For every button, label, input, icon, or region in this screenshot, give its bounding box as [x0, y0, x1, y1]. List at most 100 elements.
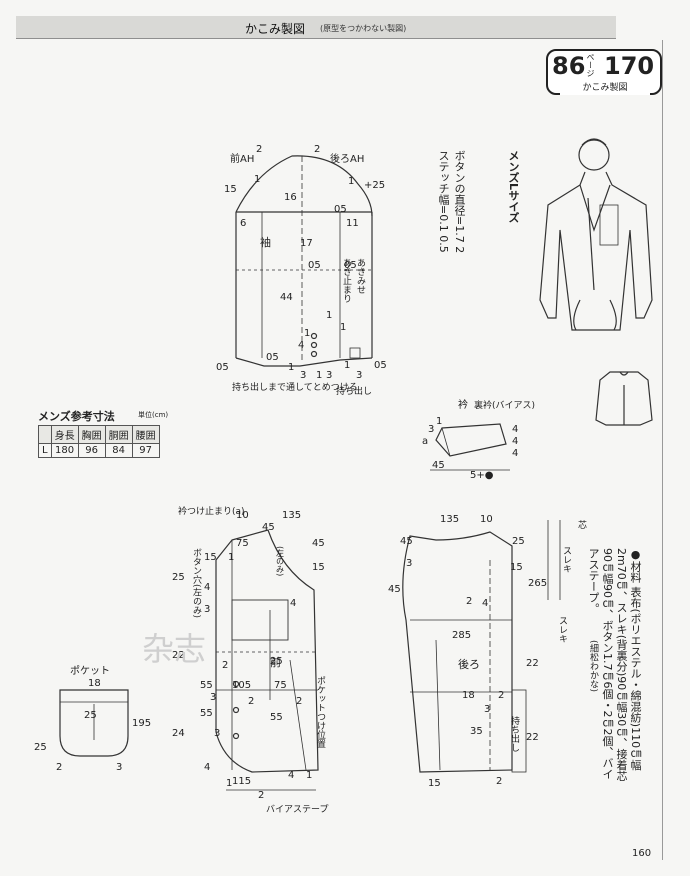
- dim: 15: [312, 562, 325, 573]
- materials-line-4: アステープ。: [587, 548, 600, 614]
- dim: 3: [356, 370, 362, 381]
- dim: 45: [432, 460, 445, 471]
- dim: 1: [316, 370, 322, 381]
- dim: 4: [512, 448, 518, 459]
- dim: 1: [340, 322, 346, 333]
- dim: 25: [270, 656, 283, 667]
- dim: 05: [308, 260, 321, 271]
- dim: 265: [528, 578, 547, 589]
- dim: 3: [116, 762, 122, 773]
- size-label: メンズLサイズ: [507, 150, 520, 224]
- size-table-cell: 97: [131, 443, 160, 458]
- front-bias-tape-label: バイアステープ: [266, 804, 328, 815]
- dim: 45: [400, 536, 413, 547]
- badge-ref-number: 86: [552, 52, 586, 80]
- collar-sub-label: 裏衿(バイアス): [474, 399, 535, 411]
- dim: 55: [200, 708, 213, 719]
- dim: 115: [232, 776, 251, 787]
- dim: 18: [462, 690, 475, 701]
- back-label: 後ろ: [458, 657, 480, 671]
- sleeve-back-ah-label: 後ろAH: [330, 152, 364, 165]
- dim: 2: [258, 790, 264, 801]
- dim: 10: [480, 514, 493, 525]
- back-body-pattern: [402, 520, 561, 773]
- dim: 05: [344, 260, 357, 271]
- watermark: 杂志: [142, 630, 206, 668]
- dim: 1: [306, 770, 312, 781]
- dim: 285: [452, 630, 471, 641]
- dim: 16: [284, 192, 297, 203]
- header-band: [16, 16, 616, 39]
- front-button-hole-label: ボタン穴(左のみ): [191, 548, 202, 618]
- dim: 1: [228, 552, 234, 563]
- dim: 55: [270, 712, 283, 723]
- dim: 2: [222, 660, 228, 671]
- dim: 44: [280, 292, 293, 303]
- dim: 1: [288, 362, 294, 373]
- dim: 1: [326, 310, 332, 321]
- dim: 4: [512, 436, 518, 447]
- size-table: 身長 胸囲 胴囲 腰囲 L 180 96 84 97: [38, 425, 160, 458]
- pocket-pattern: [59, 689, 129, 757]
- dim: 105: [232, 680, 251, 691]
- dim: 4: [204, 762, 210, 773]
- dim: 75: [274, 680, 287, 691]
- badge-page-number: 170: [604, 52, 655, 80]
- dim: 1: [436, 416, 442, 427]
- button-note-2: ステッチ幅=0.1 0.5: [437, 150, 450, 253]
- materials-line-2: 2m70㎝、スレキ(背裏分)90㎝幅30㎝、接着芯: [615, 548, 628, 782]
- dim: 2: [496, 776, 502, 787]
- dim: 2: [314, 144, 320, 155]
- dim: 10: [236, 510, 249, 521]
- dim: 35: [470, 726, 483, 737]
- front-dimensions: 10 135 45 75 15 1 45 25 4 15 3 4 22 2 25…: [172, 510, 325, 801]
- dim: 135: [440, 514, 459, 525]
- dim: 05: [374, 360, 387, 371]
- dim: 1: [254, 174, 260, 185]
- front-pocket-position-label: ポケットつけ位置: [315, 676, 326, 748]
- dim: 75: [236, 538, 249, 549]
- materials-note: (細松わかな): [588, 640, 598, 693]
- dim: 4: [512, 424, 518, 435]
- front-body-pattern: [215, 529, 319, 791]
- dim: 3: [204, 604, 210, 615]
- dim: 2: [56, 762, 62, 773]
- front-collar-stop-label: 衿つけ止まり(a): [178, 505, 245, 517]
- dim: 05: [216, 362, 229, 373]
- dim: 05: [266, 352, 279, 363]
- front-label: 前: [270, 655, 281, 669]
- dim: 55: [200, 680, 213, 691]
- sleeve-front-ah-label: 前AH: [230, 152, 254, 165]
- size-table-header: 胴囲: [104, 425, 133, 444]
- sleeve-label: 袖: [260, 235, 271, 249]
- page-number: 160: [632, 848, 652, 859]
- materials-line-3: 90㎝幅90㎝、ボタン1.7㎝6個・2㎝2個、バイ: [601, 548, 614, 780]
- dim: 24: [172, 728, 185, 739]
- dim: 45: [312, 538, 325, 549]
- materials-bullet: ●: [629, 548, 642, 561]
- page-subtitle: (原型をつかわない製図): [320, 24, 407, 33]
- sleeve-opening-note: あき止まり: [341, 258, 352, 303]
- back-dimensions: 135 10 45 25 15 265 45 3 2 4 285 22 18 2…: [388, 514, 547, 789]
- dim: 22: [526, 658, 539, 669]
- dim: 4: [204, 582, 210, 593]
- dim: 3: [406, 558, 412, 569]
- jacket-illustration: [539, 138, 653, 331]
- dim: 1: [348, 176, 354, 187]
- back-sleki-label-2: スレキ: [557, 616, 567, 643]
- dim: 1: [304, 328, 310, 339]
- dim: 3: [326, 370, 332, 381]
- jacket-back-illustration: [595, 371, 653, 426]
- dim: 45: [262, 522, 275, 533]
- page-title: かこみ製図: [245, 22, 306, 36]
- dim: a: [422, 436, 428, 447]
- dim: 15: [510, 562, 523, 573]
- sleeve-overlap-note: 持ち出しまで通してとめつける: [232, 381, 358, 393]
- dim: 25: [34, 742, 47, 753]
- size-table-header: 胸囲: [77, 425, 106, 444]
- back-sleki-label-1: スレキ: [561, 546, 571, 573]
- dim: 195: [132, 718, 151, 729]
- dim: 4: [290, 598, 296, 609]
- sleeve-tab-note: 持ち出し: [336, 385, 372, 397]
